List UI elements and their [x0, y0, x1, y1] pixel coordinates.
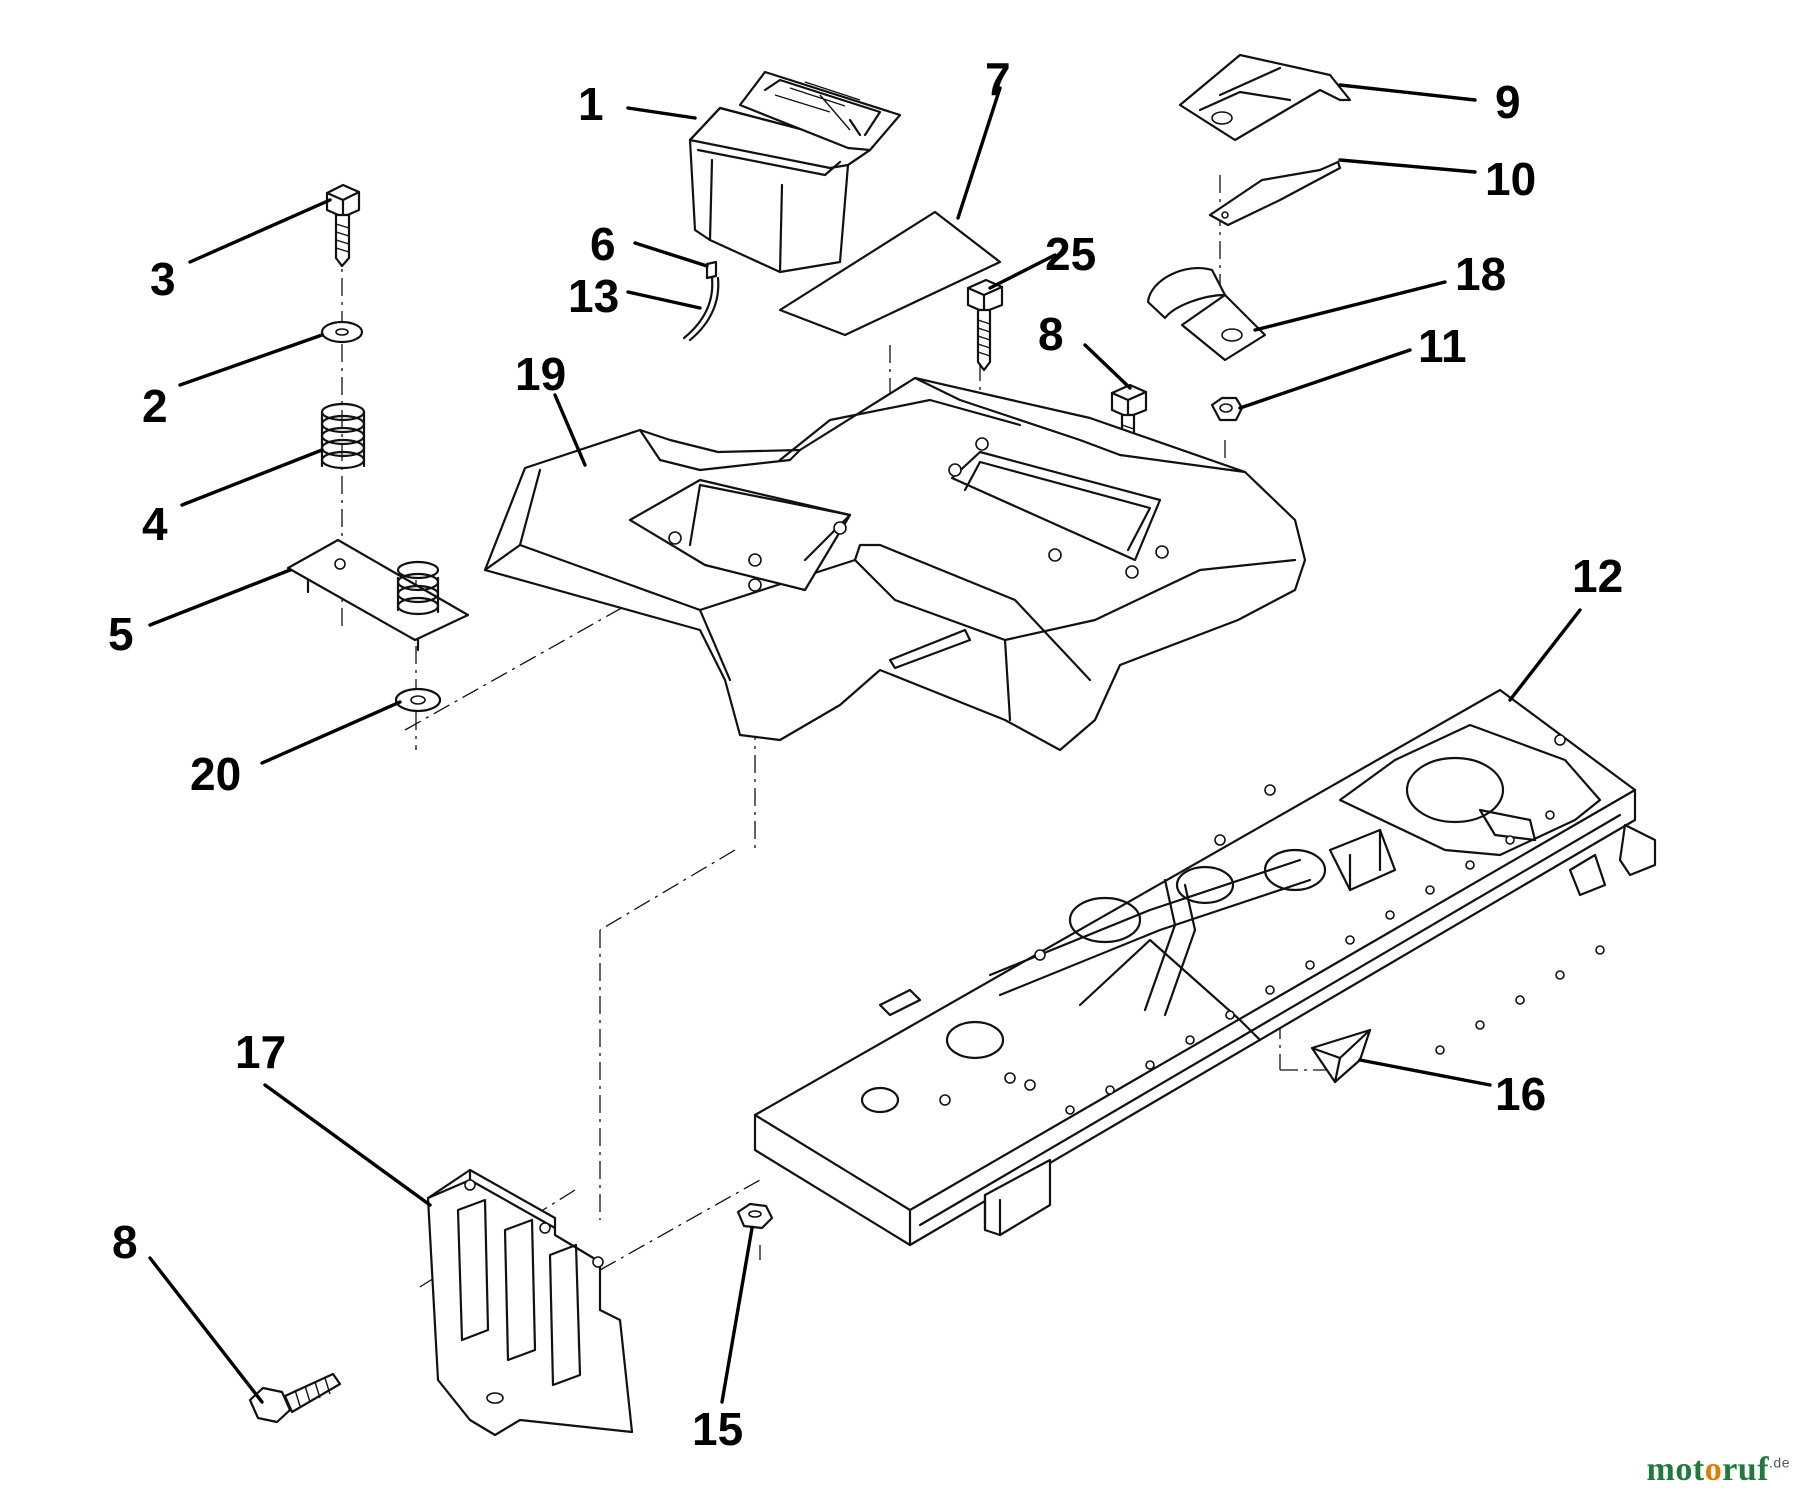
callout-3: 3 [150, 253, 176, 305]
callout-7: 7 [985, 53, 1011, 105]
clamp [1146, 267, 1267, 362]
callout-6: 6 [590, 218, 616, 270]
callout-4: 4 [142, 498, 168, 550]
callout-25: 25 [1045, 228, 1096, 280]
battery-tray [688, 70, 902, 274]
bolt-8-bottom [248, 1372, 342, 1424]
callout-2: 2 [142, 380, 168, 432]
callout-18: 18 [1455, 248, 1506, 300]
fender [483, 376, 1307, 752]
spring-4 [320, 402, 366, 470]
plate-10 [1208, 160, 1342, 227]
washer-20 [394, 687, 442, 713]
cover-plate [1178, 53, 1352, 142]
nut-15 [736, 1202, 774, 1230]
frame [753, 688, 1657, 1247]
callout-labels: 1 3 2 4 5 6 13 7 25 8 9 10 18 11 19 20 1… [108, 53, 1623, 1455]
callout-10: 10 [1485, 153, 1536, 205]
callout-12: 12 [1572, 550, 1623, 602]
wedge-16 [1310, 1028, 1372, 1084]
callout-17: 17 [235, 1026, 286, 1078]
callout-15: 15 [692, 1403, 743, 1455]
callout-19: 19 [515, 348, 566, 400]
callout-20: 20 [190, 748, 241, 800]
mount-plate-17 [426, 1168, 634, 1437]
bracket-5 [286, 538, 470, 652]
callout-1: 1 [578, 78, 604, 130]
callout-13: 13 [568, 270, 619, 322]
callout-8-bottom: 8 [112, 1216, 138, 1268]
decal [778, 210, 1002, 337]
bolt-25 [966, 278, 1004, 372]
nut-11 [1210, 396, 1244, 422]
callout-11: 11 [1418, 320, 1467, 372]
logo-part-2: o [1704, 1451, 1723, 1488]
logo-part-3: ruf [1722, 1451, 1770, 1488]
leader-lines [148, 83, 1582, 1404]
logo-part-1: mot [1646, 1451, 1705, 1488]
callout-5: 5 [108, 608, 134, 660]
callout-9: 9 [1495, 76, 1521, 128]
callout-16: 16 [1495, 1068, 1546, 1120]
bolt-3 [325, 183, 361, 268]
hose-fitting [682, 260, 720, 342]
washer-2 [320, 320, 364, 344]
logo-suffix: .de [1769, 1454, 1790, 1471]
callout-8-top: 8 [1038, 308, 1064, 360]
watermark-logo: motoruf.de [1647, 1451, 1790, 1489]
